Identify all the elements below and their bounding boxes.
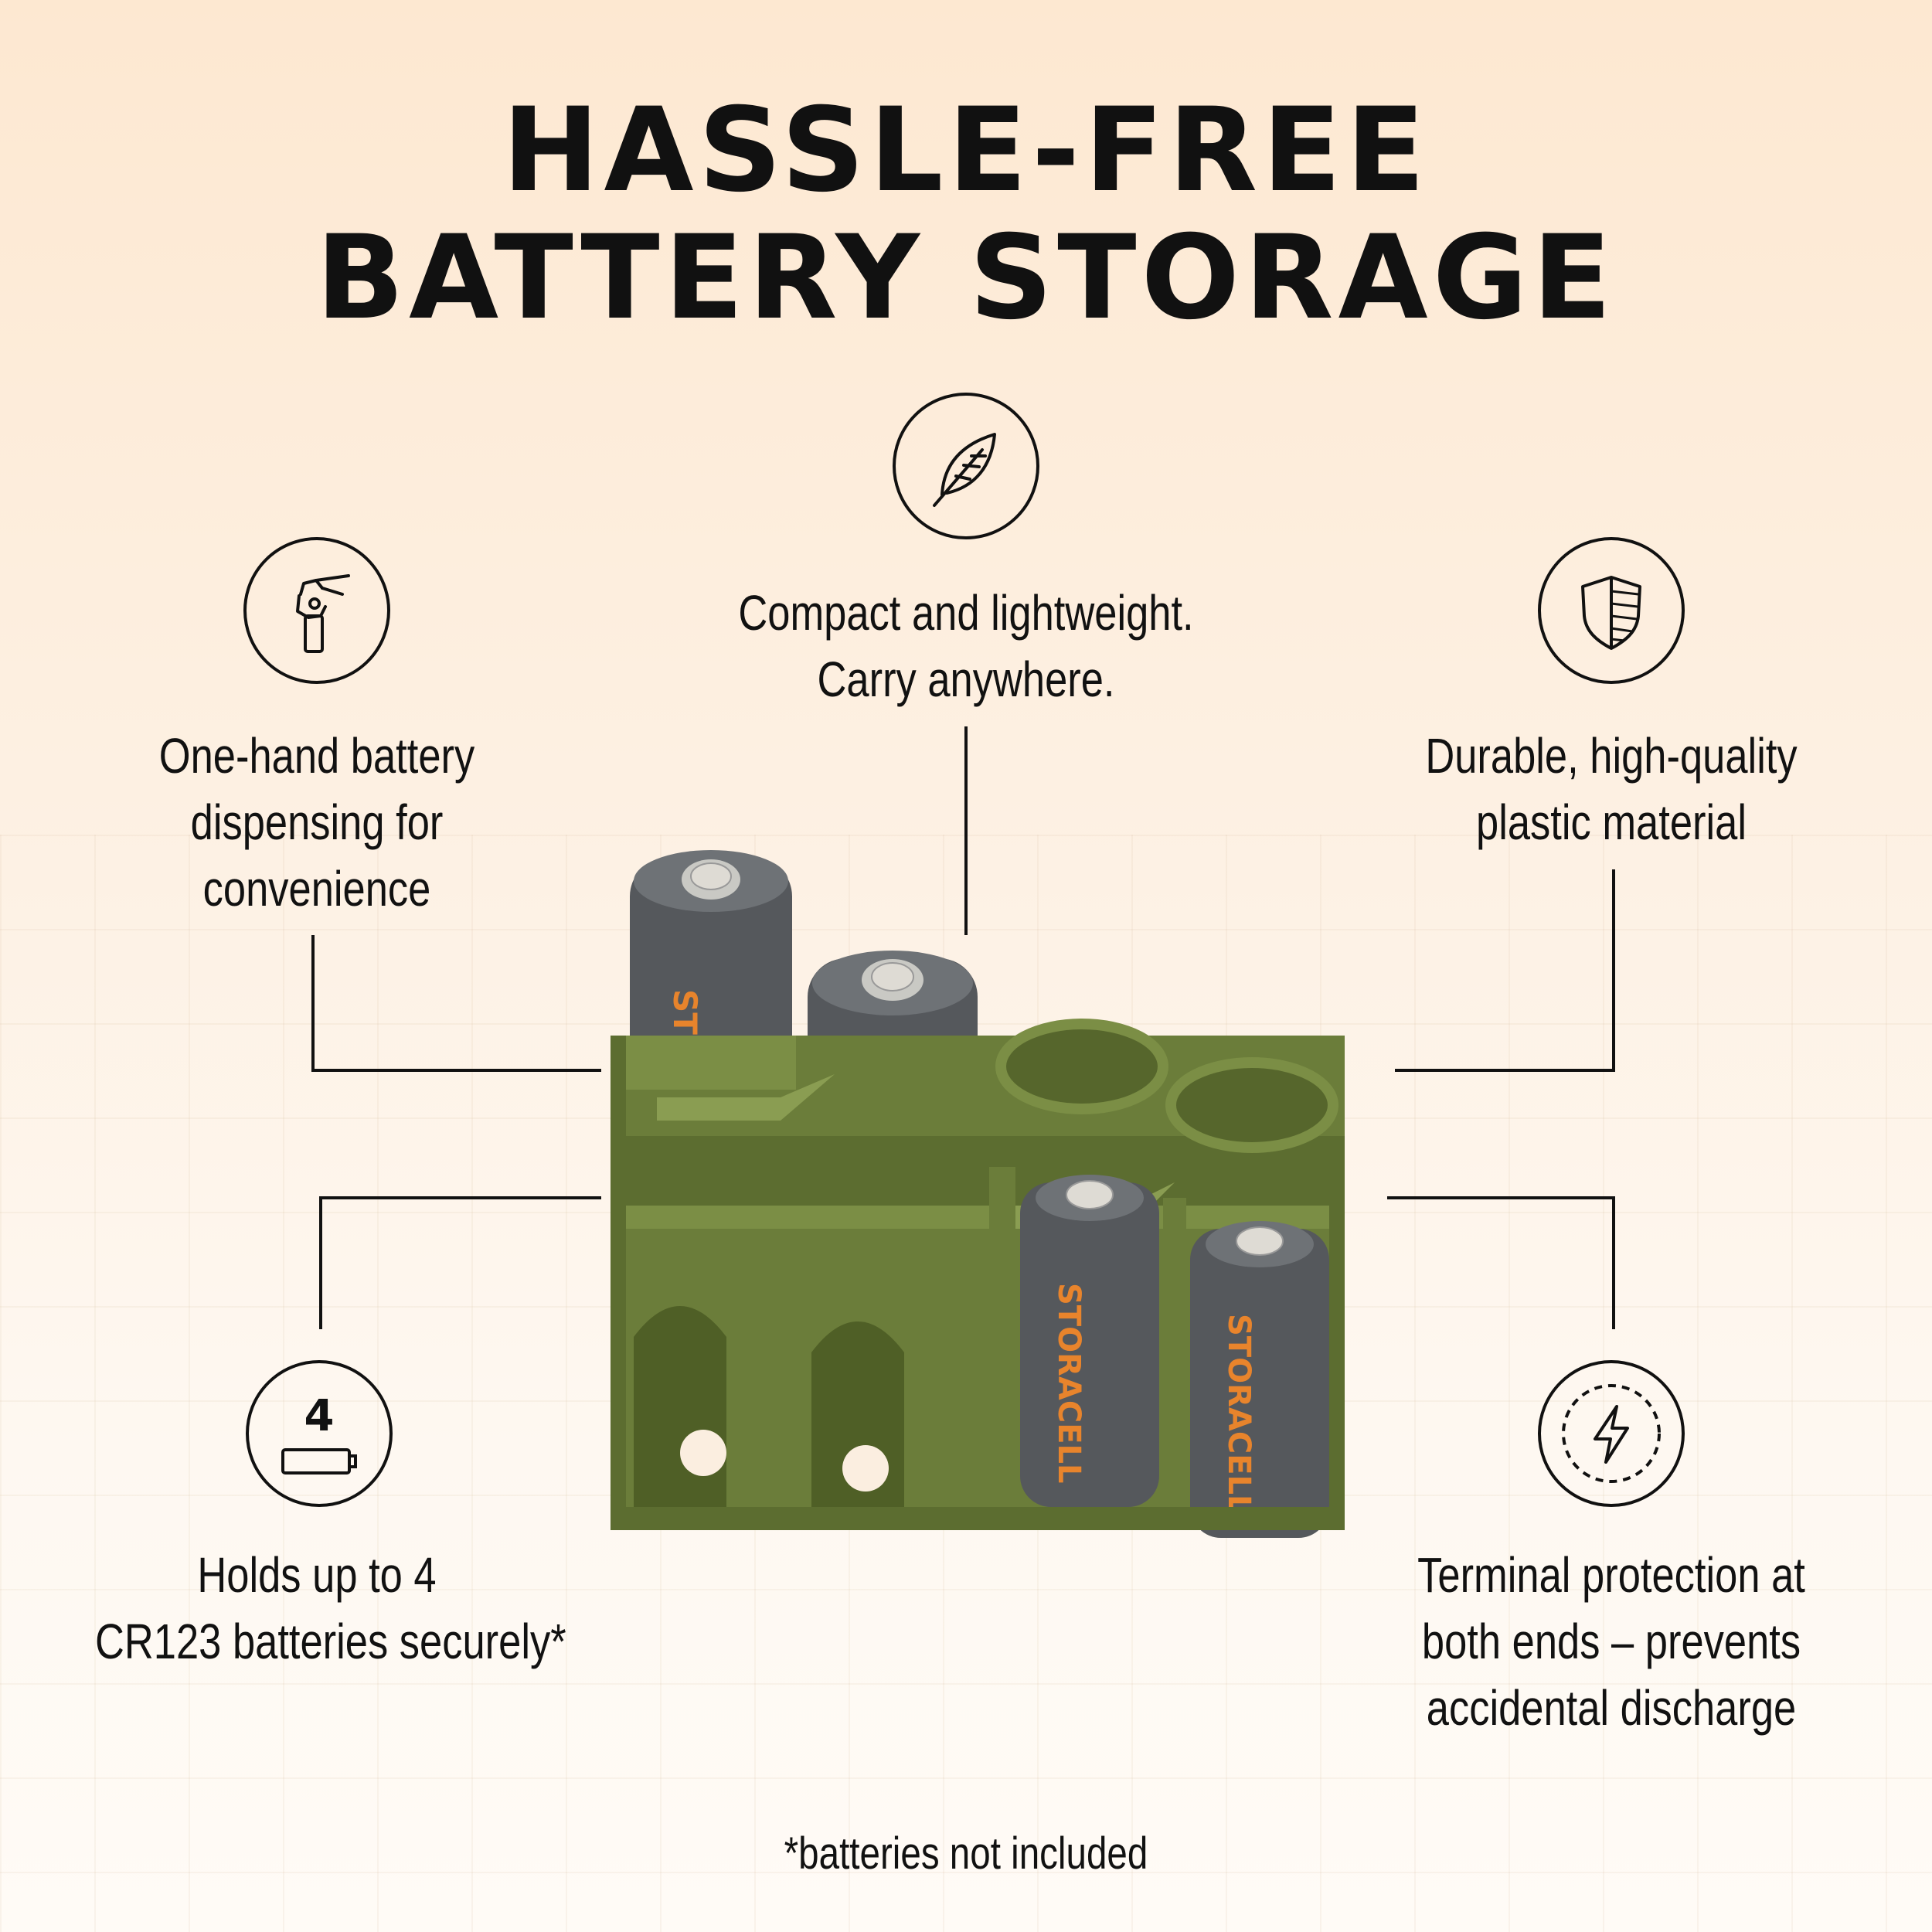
battery-4-brand: STORACELL <box>1221 1314 1257 1515</box>
connector-holds <box>319 1196 601 1329</box>
page-title-line2: BATTERY STORAGE <box>315 211 1617 345</box>
battery-4: STORACELL <box>1190 1221 1329 1538</box>
battery-holder-illustration: STORACELL STORACELL STORACELL <box>611 850 1345 1538</box>
connector-compact <box>964 726 968 935</box>
feature-one-hand: One-hand battery dispensing for convenie… <box>158 728 475 917</box>
hand-pinch-icon <box>243 537 390 684</box>
page-title-line1: HASSLE-FREE <box>502 83 1430 218</box>
holder-body <box>611 1019 1345 1530</box>
connector-durable <box>1395 869 1615 1072</box>
shield-icon <box>1538 537 1685 684</box>
lightning-icon <box>1538 1360 1685 1507</box>
feature-compact: Compact and lightweight. Carry anywhere. <box>738 585 1194 707</box>
feature-terminal: Terminal protection at both ends – preve… <box>1417 1547 1805 1736</box>
connector-terminal <box>1387 1196 1615 1329</box>
battery-count-icon: 4 <box>246 1360 393 1507</box>
connector-one-hand <box>311 935 601 1072</box>
battery-count-number: 4 <box>304 1391 335 1441</box>
footnote: *batteries not included <box>784 1828 1148 1879</box>
feature-durable: Durable, high-quality plastic material <box>1425 728 1798 850</box>
feature-holds: Holds up to 4 CR123 batteries securely* <box>95 1547 566 1669</box>
feather-icon <box>893 393 1039 539</box>
battery-3-brand: STORACELL <box>1051 1283 1087 1484</box>
battery-3: STORACELL <box>1020 1175 1159 1507</box>
